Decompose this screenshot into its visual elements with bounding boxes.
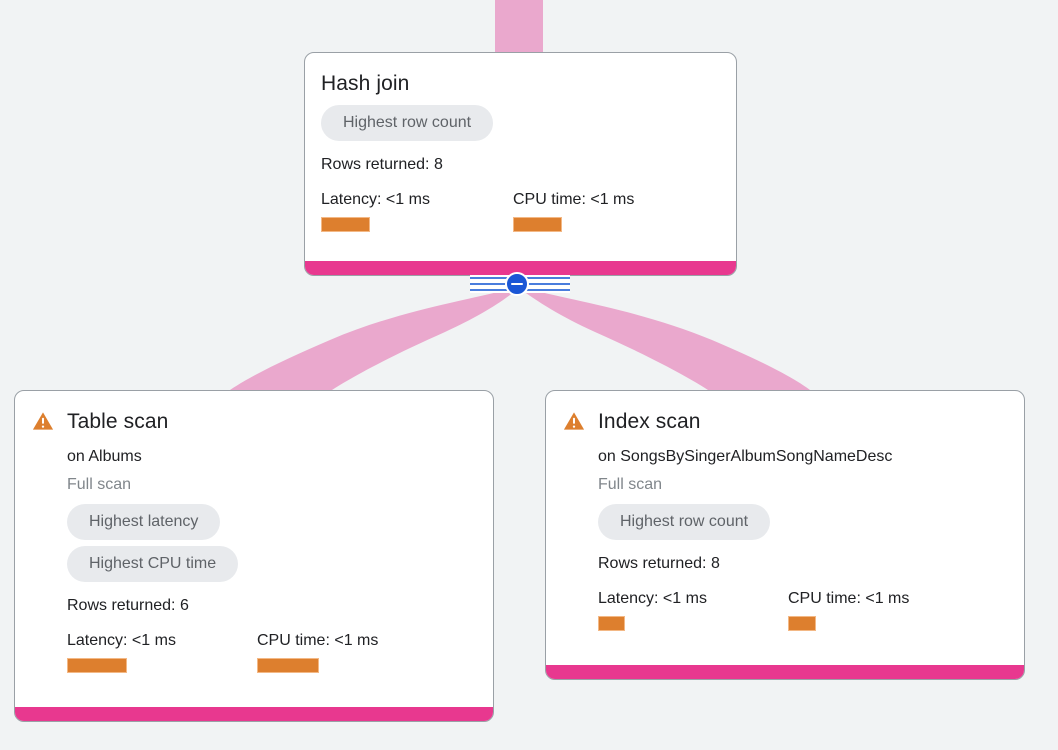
metric-latency-label: Latency: <1 ms (598, 590, 707, 607)
metric-latency-label: Latency: <1 ms (321, 191, 430, 208)
node-status-bar (546, 665, 1024, 679)
metric-cpu-time-label: CPU time: <1 ms (257, 632, 379, 649)
rows-returned: Rows returned: 6 (67, 597, 189, 614)
chip-highest-row-count[interactable]: Highest row count (598, 504, 771, 540)
node-table-scan-chips: Highest latency Highest CPU time (67, 504, 477, 588)
metric-latency-bar (598, 616, 625, 631)
warning-triangle-icon (32, 412, 54, 430)
chip-highest-latency[interactable]: Highest latency (67, 504, 221, 540)
node-table-scan-body: Table scan on Albums Full scan Highest l… (15, 391, 493, 681)
node-title: Table scan (67, 410, 169, 433)
node-hash-join[interactable]: Hash join Highest row count Rows returne… (304, 52, 737, 276)
minus-glyph (511, 283, 523, 285)
rows-returned: Rows returned: 8 (321, 156, 443, 173)
metric-cpu-time-label: CPU time: <1 ms (513, 191, 635, 208)
node-table-scan[interactable]: Table scan on Albums Full scan Highest l… (14, 390, 494, 722)
warning-triangle-icon (563, 412, 585, 430)
edge-hash-join-to-index-scan (519, 288, 810, 390)
node-title: Hash join (321, 72, 410, 95)
node-title: Index scan (598, 410, 701, 433)
chip-highest-cpu-time[interactable]: Highest CPU time (67, 546, 239, 582)
collapse-control[interactable] (470, 272, 570, 296)
minus-circle-icon[interactable] (505, 272, 529, 296)
node-index-scan[interactable]: Index scan on SongsBySingerAlbumSongName… (545, 390, 1025, 680)
node-status-bar (15, 707, 493, 721)
edge-incoming-hash-join (495, 0, 543, 54)
node-hash-join-metrics: Latency: <1 ms CPU time: <1 ms (321, 190, 720, 232)
node-table-scan-metrics: Latency: <1 ms CPU time: <1 ms (67, 631, 477, 673)
node-hash-join-body: Hash join Highest row count Rows returne… (305, 53, 736, 240)
edge-hash-join-to-table-scan (230, 288, 519, 390)
node-scan-type: Full scan (598, 476, 663, 493)
metric-latency-bar (321, 217, 370, 232)
node-status-bar (305, 261, 736, 275)
metric-cpu-time-label: CPU time: <1 ms (788, 590, 910, 607)
metric-latency: Latency: <1 ms (67, 631, 257, 673)
chip-highest-row-count[interactable]: Highest row count (321, 105, 494, 141)
node-scan-type: Full scan (67, 476, 132, 493)
node-index-scan-body: Index scan on SongsBySingerAlbumSongName… (546, 391, 1024, 639)
metric-latency: Latency: <1 ms (321, 190, 513, 232)
node-table-scan-header: Table scan on Albums Full scan Highest l… (31, 409, 477, 673)
node-hash-join-chips: Highest row count (321, 105, 720, 147)
metric-cpu-time: CPU time: <1 ms (788, 589, 909, 631)
metric-cpu-time: CPU time: <1 ms (257, 631, 378, 673)
metric-cpu-time-bar (788, 616, 816, 631)
metric-latency-bar (67, 658, 127, 673)
rows-returned: Rows returned: 8 (598, 555, 720, 572)
metric-latency-label: Latency: <1 ms (67, 632, 176, 649)
node-subtitle: on SongsBySingerAlbumSongNameDesc (598, 448, 893, 465)
node-subtitle: on Albums (67, 448, 142, 465)
metric-cpu-time: CPU time: <1 ms (513, 190, 634, 232)
metric-latency: Latency: <1 ms (598, 589, 788, 631)
node-index-scan-chips: Highest row count (598, 504, 1008, 546)
node-index-scan-header: Index scan on SongsBySingerAlbumSongName… (562, 409, 1008, 631)
node-hash-join-header: Hash join (321, 71, 720, 97)
node-index-scan-metrics: Latency: <1 ms CPU time: <1 ms (598, 589, 1008, 631)
metric-cpu-time-bar (257, 658, 319, 673)
metric-cpu-time-bar (513, 217, 562, 232)
